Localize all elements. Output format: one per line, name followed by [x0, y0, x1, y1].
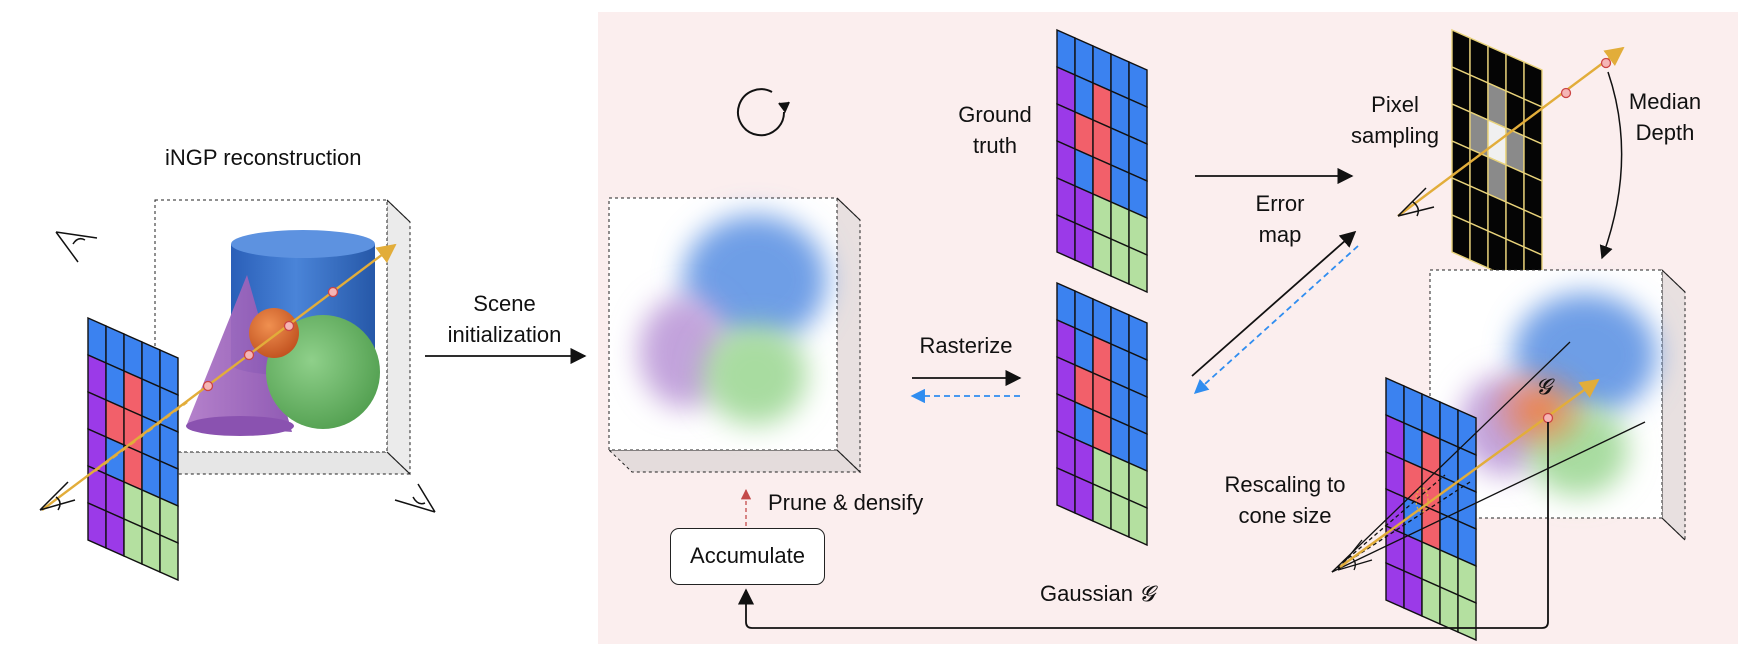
grid-cell	[105, 509, 125, 558]
rescaling-scene-box	[1429, 268, 1686, 542]
grid-cell	[1110, 490, 1130, 539]
rescaling-pixel-grid	[1385, 376, 1477, 642]
grid-cell	[1110, 237, 1130, 286]
grid-cell	[159, 533, 179, 582]
grid-cell	[1439, 585, 1459, 634]
rasterize-label: Rasterize	[919, 333, 1013, 358]
grid-cell	[1487, 229, 1507, 278]
grid-cell	[1457, 593, 1477, 642]
refresh-icon	[737, 88, 790, 137]
grid-cell	[1074, 474, 1094, 523]
grid-cell	[1421, 577, 1441, 626]
grid-cell	[1128, 498, 1148, 547]
grid-cell	[1074, 221, 1094, 270]
gaussian-label: Gaussian 𝓖	[1040, 581, 1155, 607]
gaussian-symbol-label: 𝓖	[1536, 375, 1552, 400]
grid-cell	[1092, 229, 1112, 278]
camera-icon	[394, 483, 436, 513]
grid-cell	[1128, 245, 1148, 294]
grid-cell	[1056, 466, 1076, 515]
ingp-scene	[39, 198, 436, 582]
accumulate-box: Accumulate	[670, 528, 825, 585]
cone-lines	[1331, 341, 1646, 573]
median-depth-arrow	[1599, 71, 1623, 260]
grid-cell	[123, 517, 143, 566]
camera-icon	[55, 231, 98, 263]
rendered-grid	[1056, 281, 1148, 547]
camera-icon	[1397, 187, 1435, 217]
grid-cell	[87, 501, 107, 550]
ingp-pixel-grid	[87, 316, 179, 582]
grid-cell	[1469, 221, 1489, 270]
gaussian-scene-box	[607, 196, 862, 474]
grid-cell	[1092, 482, 1112, 531]
error-backprop-arrow	[1193, 245, 1359, 394]
prune-densify-label: Prune & densify	[768, 490, 924, 515]
camera-icon	[39, 481, 76, 511]
render-to-sampling-arrow	[1191, 230, 1357, 377]
ground-truth-grid	[1056, 28, 1148, 294]
grid-cell	[141, 525, 161, 574]
grid-cell	[1403, 569, 1423, 618]
gaussian-feedback-arrow	[737, 422, 1549, 629]
grid-cell	[1056, 213, 1076, 262]
grid-cell	[1385, 561, 1405, 610]
grid-cell	[1451, 213, 1471, 262]
pixel-sampling-grid	[1451, 28, 1543, 294]
ingp-reconstruction-label: iNGP reconstruction	[165, 145, 362, 170]
